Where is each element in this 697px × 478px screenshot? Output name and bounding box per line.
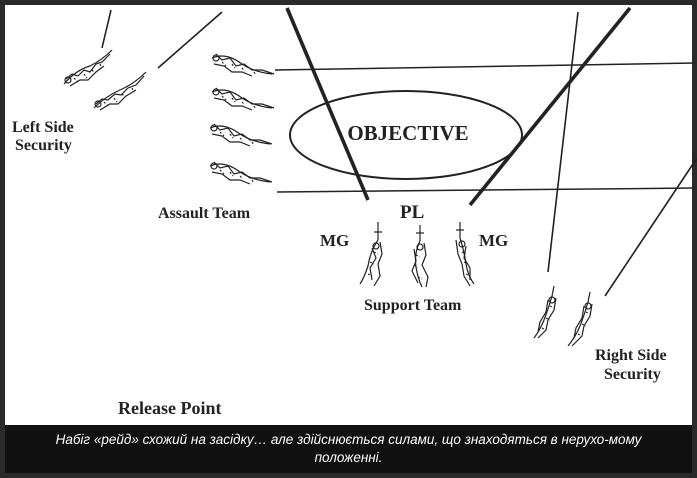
soldier-icon <box>455 222 475 287</box>
objective-limit-top <box>274 62 696 71</box>
objective-limit-bottom <box>276 187 696 193</box>
pl-route-line <box>285 7 370 201</box>
left-security-label-line2: Security <box>15 137 72 154</box>
route-lines <box>101 6 697 297</box>
support-team-label: Support Team <box>364 297 462 314</box>
soldier-icon <box>211 87 275 111</box>
left-security-soldiers <box>63 49 147 111</box>
soldier-icon <box>567 291 593 347</box>
soldier-icon <box>93 71 147 111</box>
right-security-route-1 <box>547 11 579 273</box>
soldier-icon <box>533 285 557 339</box>
left-security-route-1 <box>101 9 112 49</box>
mg-right-route-line <box>468 6 632 207</box>
right-security-label-line2: Security <box>604 366 661 383</box>
soldier-icon <box>63 49 113 87</box>
right-security-label-line1: Right Side <box>595 347 667 364</box>
assault-team-label: Assault Team <box>158 205 251 222</box>
assault-team-soldiers <box>209 53 275 185</box>
objective-ellipse <box>289 90 523 180</box>
soldier-icon <box>209 123 273 147</box>
right-security-soldiers <box>533 285 593 347</box>
soldier-icon <box>211 53 275 77</box>
objective-label: OBJECTIVE <box>347 121 468 145</box>
left-security-route-2 <box>157 11 223 69</box>
pl-label: PL <box>400 202 424 223</box>
caption-bar: Набіг «рейд» схожий на засідку… але здій… <box>5 425 692 473</box>
soldier-icon <box>411 225 429 288</box>
support-team-soldiers <box>359 222 475 288</box>
mg-left-label: MG <box>320 231 349 250</box>
mg-right-label: MG <box>479 231 508 250</box>
left-security-label-line1: Left Side <box>12 119 74 136</box>
right-security-route-2 <box>604 157 697 297</box>
release-point-label: Release Point <box>118 398 221 418</box>
soldier-icon <box>209 161 273 185</box>
soldier-icon <box>359 222 383 287</box>
caption-text: Набіг «рейд» схожий на засідку… але здій… <box>55 432 642 465</box>
